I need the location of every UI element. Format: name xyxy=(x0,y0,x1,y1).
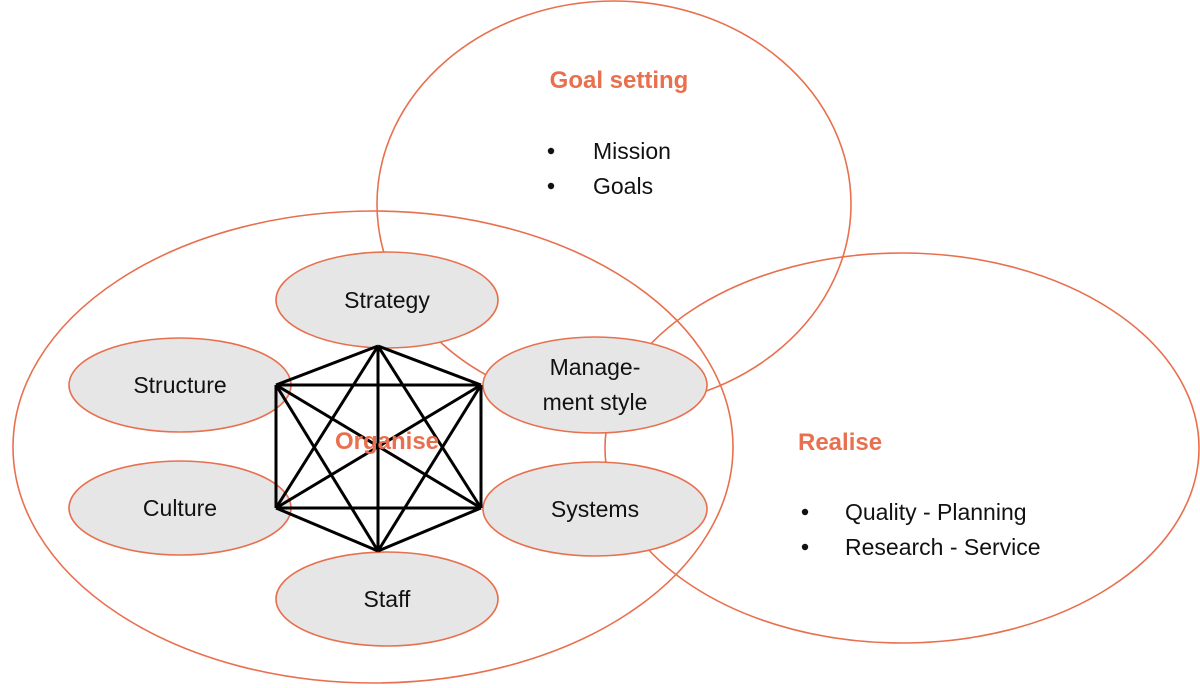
bullet-dot xyxy=(547,182,555,190)
management-style-label-line-1: Manage- xyxy=(550,354,641,380)
goal-bullet-mission: Mission xyxy=(593,138,671,164)
strategy-label: Strategy xyxy=(344,287,430,313)
connector-line xyxy=(274,384,380,552)
connector-line xyxy=(377,344,482,387)
organise-circle xyxy=(12,210,734,684)
realise-circle xyxy=(604,252,1200,644)
bullet-dot xyxy=(547,147,555,155)
organise-title: Organise xyxy=(335,428,439,455)
connector-line xyxy=(275,506,379,553)
culture-label: Culture xyxy=(143,495,217,521)
goal-bullet-goals: Goals xyxy=(593,173,653,199)
realise-bullet-quality-planning: Quality - Planning xyxy=(845,499,1027,525)
connector-line xyxy=(275,383,482,510)
connector-line xyxy=(275,344,379,387)
bullet-dot xyxy=(801,543,809,551)
connection-star xyxy=(274,344,483,553)
connector-line xyxy=(377,506,482,553)
realise-bullet-research-service: Research - Service xyxy=(845,534,1041,560)
structure-label: Structure xyxy=(133,372,226,398)
staff-label: Staff xyxy=(364,586,411,612)
connector-line xyxy=(376,384,483,552)
connector-line xyxy=(274,345,380,509)
connector-line xyxy=(376,345,483,509)
management-style-node xyxy=(482,336,708,434)
staff-node xyxy=(275,551,499,647)
systems-label: Systems xyxy=(551,496,639,522)
goal-setting-title: Goal setting xyxy=(550,67,689,94)
systems-node xyxy=(482,461,708,557)
realise-title: Realise xyxy=(798,429,882,456)
management-style-label-line-2: ment style xyxy=(543,389,648,415)
bullet-dot xyxy=(801,508,809,516)
